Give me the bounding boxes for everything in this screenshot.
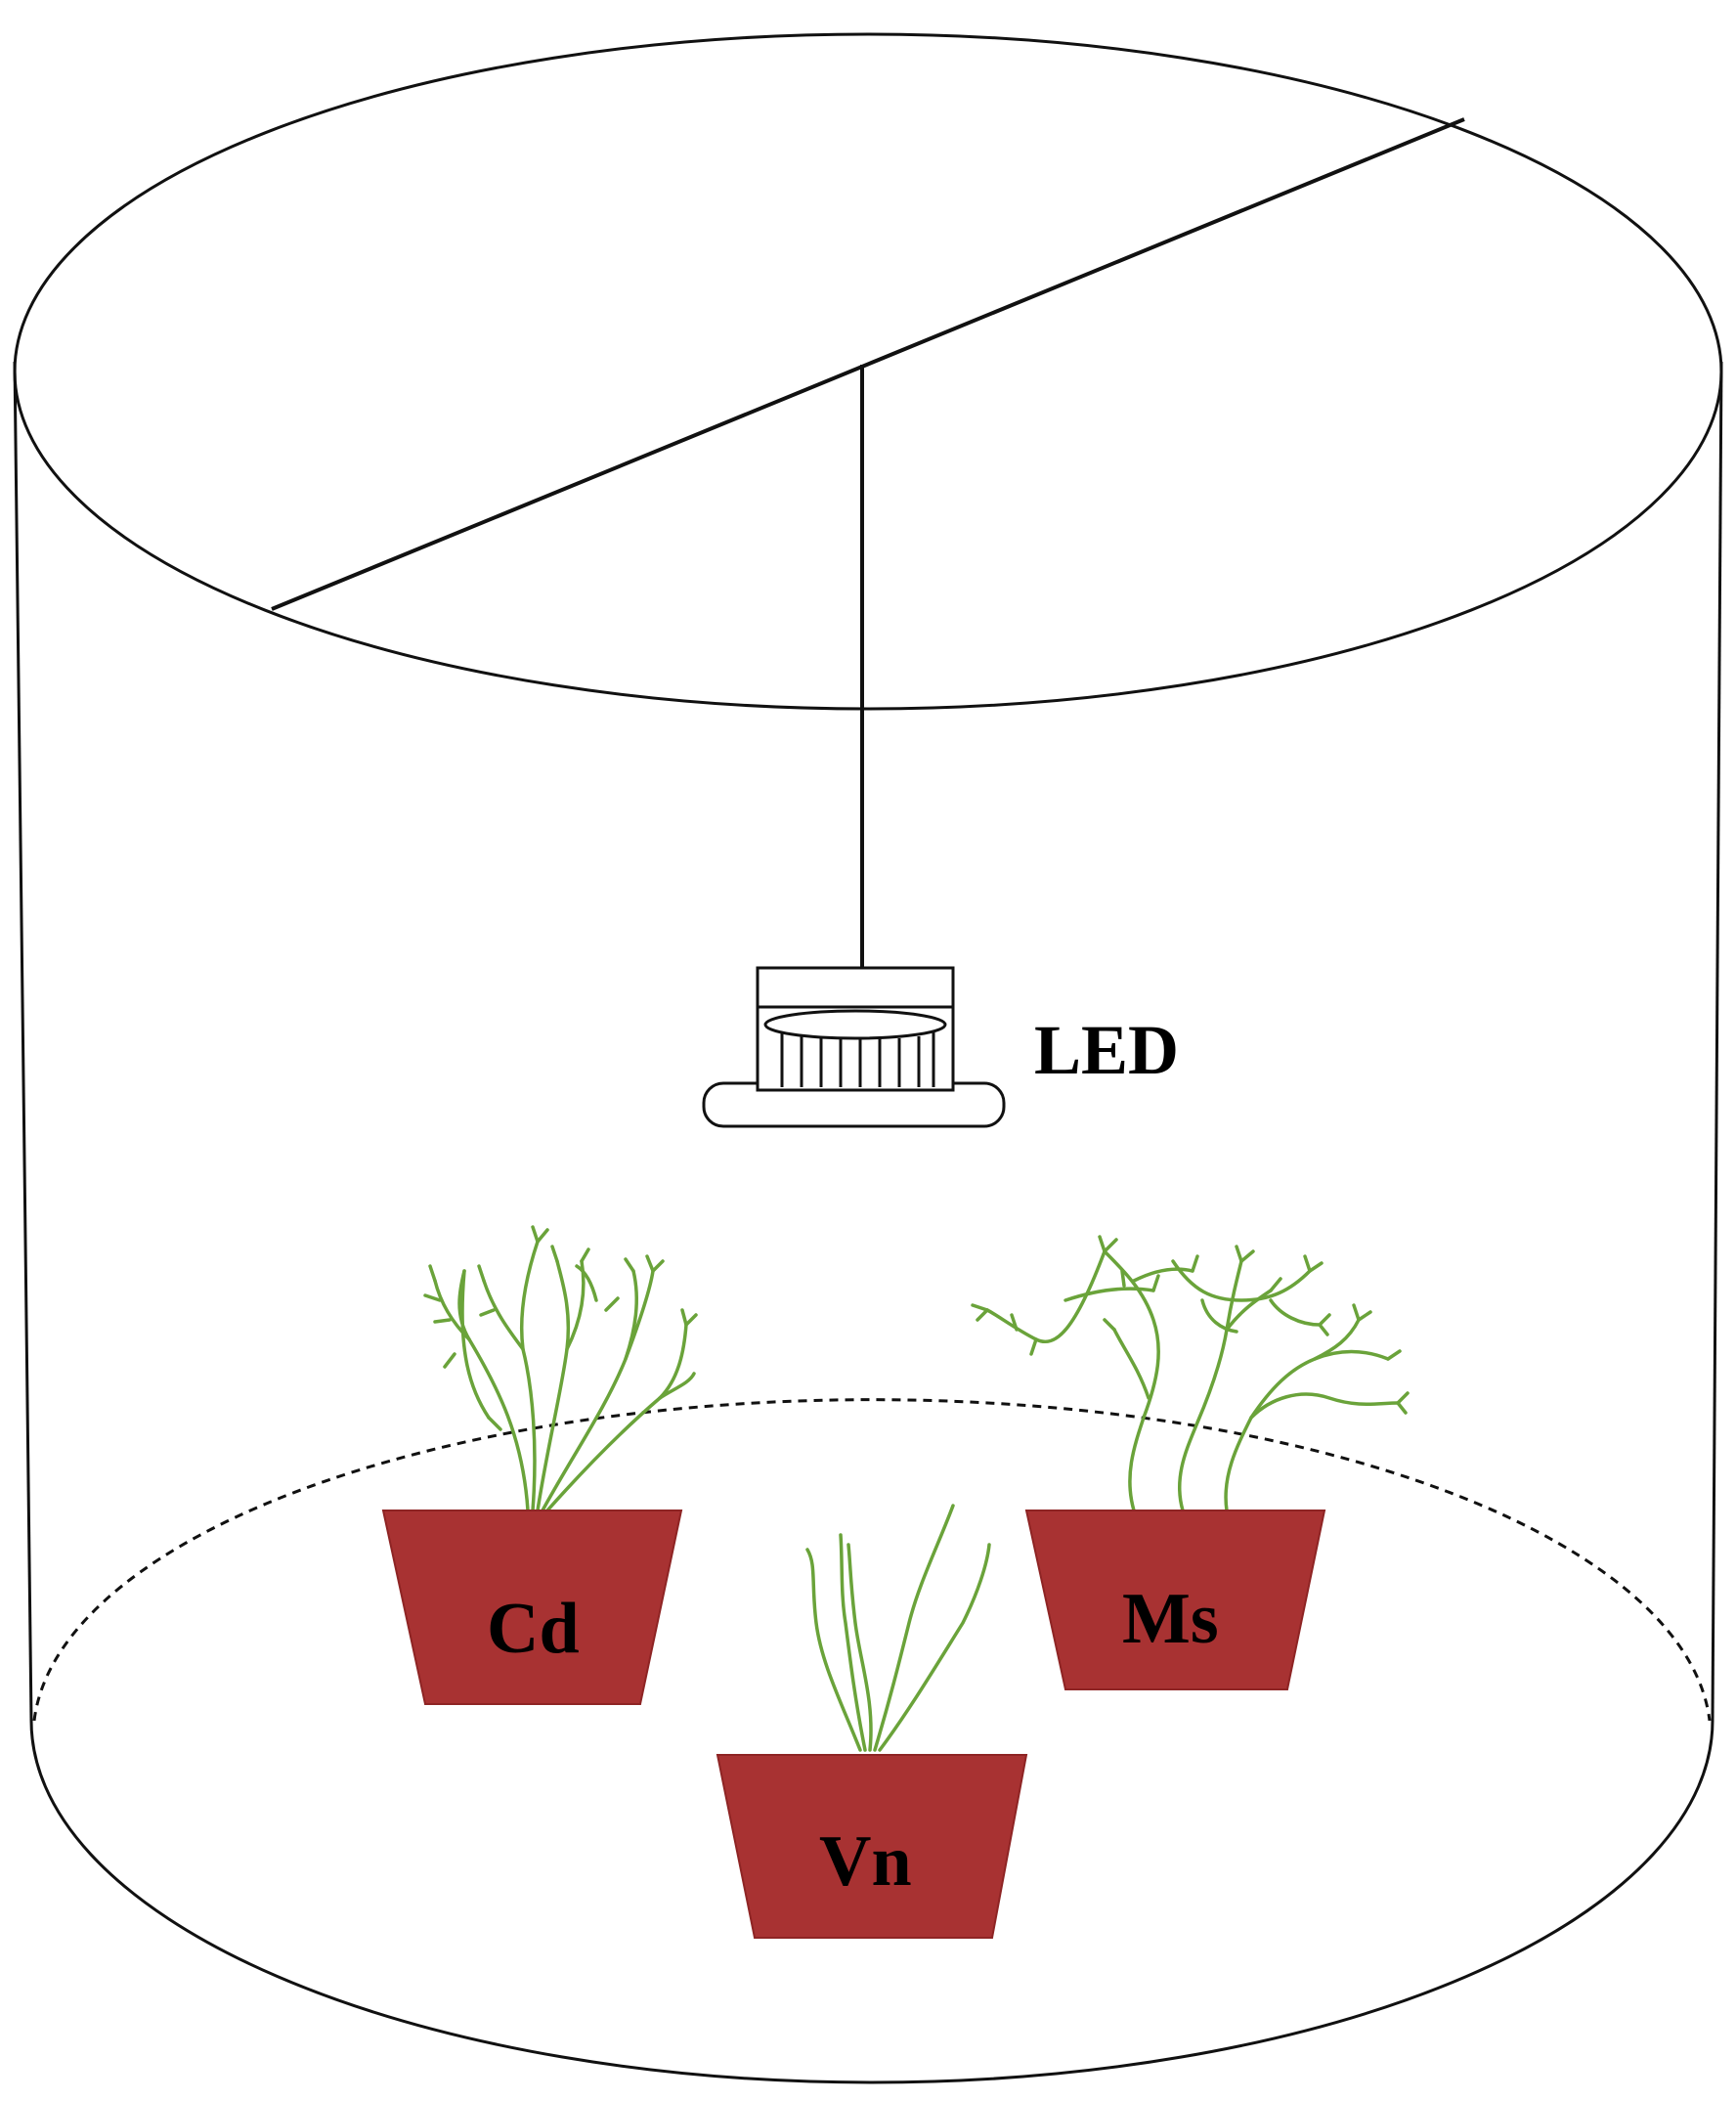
chamber-right-wall — [1711, 361, 1723, 1722]
pot-ms: Ms — [1024, 1510, 1326, 1690]
support-rod — [271, 117, 1465, 611]
pot-cd-label: Cd — [487, 1589, 580, 1669]
pot-cd: Cd — [381, 1510, 683, 1705]
chamber-top-rim — [13, 32, 1723, 711]
pot-vn-label: Vn — [819, 1821, 912, 1902]
plant-vn — [805, 1504, 991, 1752]
cylinder-chamber — [13, 32, 1723, 2084]
pot-ms-body — [1024, 1510, 1326, 1690]
chamber-floor-dashed-ellipse — [32, 1398, 1712, 1722]
pot-vn-body — [716, 1754, 1028, 1939]
chamber-bottom-front-arc — [29, 1720, 1714, 2084]
led-hanger — [271, 117, 1465, 968]
pot-ms-label: Ms — [1122, 1579, 1219, 1659]
led-lamp: LED — [702, 966, 1179, 1128]
led-label: LED — [1034, 1011, 1179, 1089]
led-fins — [780, 1031, 935, 1087]
plant-cd — [423, 1225, 698, 1512]
led-cap — [756, 966, 955, 1009]
plant-ms — [971, 1235, 1410, 1512]
pot-vn: Vn — [716, 1754, 1028, 1939]
chamber-left-wall — [13, 361, 33, 1722]
led-body-top-ellipse — [763, 1009, 947, 1040]
pot-cd-body — [381, 1510, 683, 1705]
